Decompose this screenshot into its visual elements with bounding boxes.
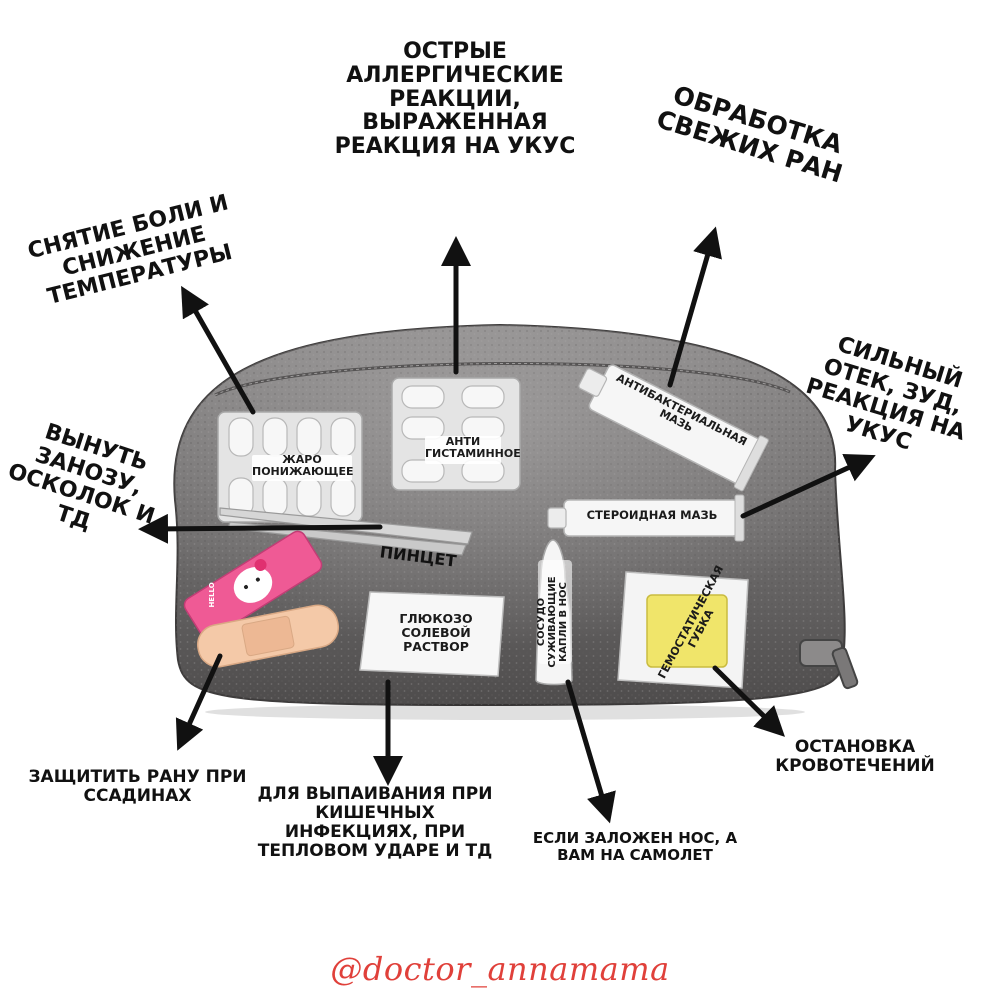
arrow-swelling <box>740 454 876 519</box>
adhesive-plaster <box>196 604 340 668</box>
label-nasal-drops: СОСУДО СУЖИВАЮЩИЕ КАПЛИ В НОС <box>536 576 570 668</box>
label-saline: ГЛЮКОЗО СОЛЕВОЙ РАСТВОР <box>399 611 473 654</box>
arrow-bleeding <box>712 665 785 737</box>
antihistamine-blister <box>391 377 521 491</box>
antipyretic-blister <box>217 411 363 523</box>
saline-sachet <box>359 591 505 677</box>
nasal-drops-bottle <box>535 539 573 686</box>
arrow-nose <box>565 679 616 824</box>
caption-bleeding: ОСТАНОВКА КРОВОТЕЧЕНИЙ <box>775 737 935 777</box>
arrow-abrasions <box>175 653 223 751</box>
antibacterial-ointment-tube <box>578 364 769 492</box>
caption-nose: ЕСЛИ ЗАЛОЖЕН НОС, А ВАМ НА САМОЛЕТ <box>532 829 738 864</box>
hemostatic-sponge-pack <box>617 571 749 689</box>
label-antipyretic: ЖАРО ПОНИЖАЮЩЕЕ <box>252 453 354 479</box>
label-steroid-ointment: СТЕРОИДНАЯ МАЗЬ <box>586 508 718 522</box>
caption-abrasions: ЗАЩИТИТЬ РАНУ ПРИ ССАДИНАХ <box>28 767 247 807</box>
arrow-wounds <box>667 226 722 388</box>
caption-rehydration: ДЛЯ ВЫПАИВАНИЯ ПРИ КИШЕЧНЫХ ИНФЕКЦИЯХ, П… <box>257 784 493 862</box>
steroid-ointment-tube <box>547 494 745 542</box>
arrow-pain-fever <box>181 285 256 415</box>
callout-arrows <box>138 226 876 824</box>
hello-kitty-sticker <box>183 530 323 640</box>
caption-allergy: ОСТРЫЕ АЛЛЕРГИЧЕСКИЕ РЕАКЦИИ, ВЫРАЖЕННАЯ… <box>334 39 576 159</box>
label-antihistamine: АНТИ ГИСТАМИННОЕ <box>425 435 521 461</box>
label-sticker: HELLO <box>208 582 217 608</box>
zipper-pull <box>799 639 859 690</box>
author-signature: @doctor_annamama <box>330 950 670 988</box>
arrow-splinter <box>138 513 383 544</box>
